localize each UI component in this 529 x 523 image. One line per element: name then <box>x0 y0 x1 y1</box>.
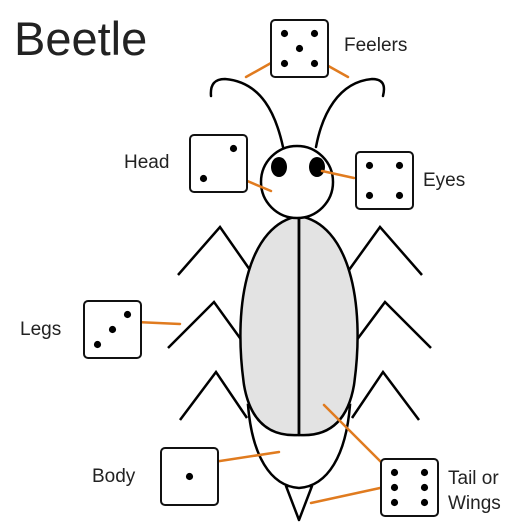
beetle-eye-right <box>309 157 325 177</box>
beetle-head <box>261 146 333 218</box>
die-pip <box>296 45 303 52</box>
die-pip <box>396 192 403 199</box>
die-pip <box>396 162 403 169</box>
label-legs: Legs <box>20 319 61 340</box>
die-pip <box>391 469 398 476</box>
label-body: Body <box>92 466 136 487</box>
beetle-eye-left <box>271 157 287 177</box>
die-pip <box>186 473 193 480</box>
die-pip <box>109 326 116 333</box>
diagram-title: Beetle <box>14 12 147 65</box>
label-feelers: Feelers <box>344 35 407 56</box>
beetle-wings <box>240 216 357 435</box>
die-pip <box>311 60 318 67</box>
beetle-tail <box>286 486 312 520</box>
die-head <box>190 135 247 192</box>
die-pip <box>391 484 398 491</box>
die-pip <box>311 30 318 37</box>
die-pip <box>366 162 373 169</box>
die-pip <box>421 484 428 491</box>
die-pip <box>366 192 373 199</box>
die-eyes <box>356 152 413 209</box>
die-pip <box>421 499 428 506</box>
die-pip <box>94 341 101 348</box>
die-pip <box>200 175 207 182</box>
label-eyes: Eyes <box>423 170 465 191</box>
die-pip <box>281 30 288 37</box>
label-wings: Wings <box>448 493 501 514</box>
die-pip <box>421 469 428 476</box>
label-head: Head <box>124 152 169 173</box>
die-tail-or-wings <box>381 459 438 516</box>
die-pip <box>230 145 237 152</box>
die-legs <box>84 301 141 358</box>
die-pip <box>281 60 288 67</box>
die-feelers <box>271 20 328 77</box>
die-body <box>161 448 218 505</box>
die-pip <box>391 499 398 506</box>
die-pip <box>124 311 131 318</box>
label-tail-or: Tail or <box>448 468 499 489</box>
